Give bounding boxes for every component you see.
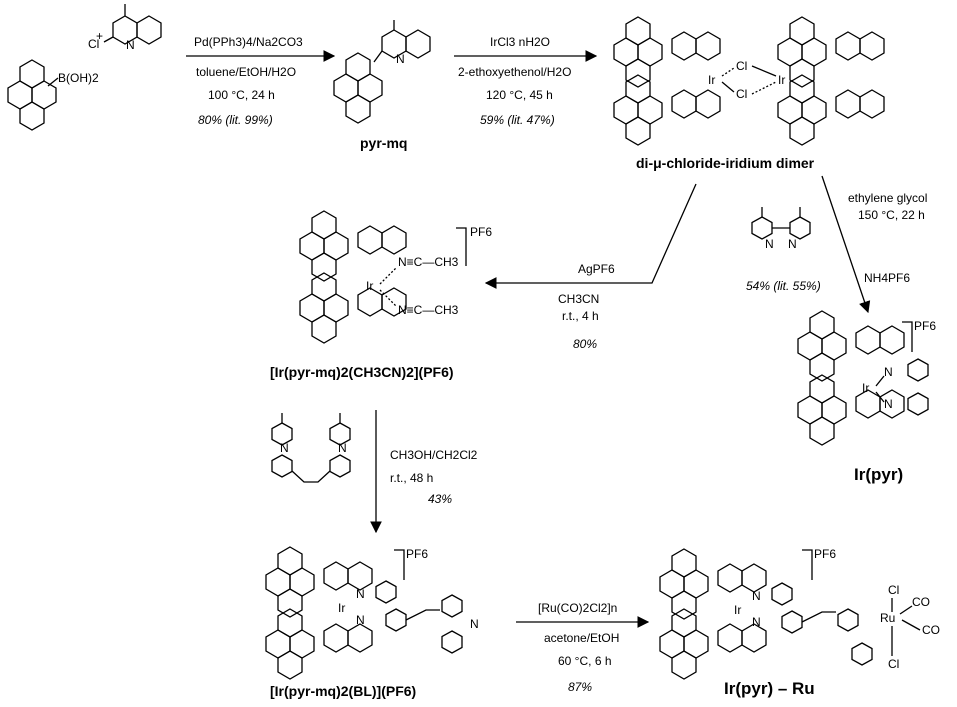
step3-reagent: AgPF6: [578, 262, 615, 276]
step6-solvent: acetone/EtOH: [544, 631, 619, 645]
step3-yield: 80%: [573, 337, 597, 351]
acn-pf6: PF6: [470, 225, 492, 239]
step4-arrow: [821, 175, 871, 314]
bl-complex-structure: Ir N N N PF6: [266, 547, 479, 679]
step2-solvent: 2-ethoxyethenol/H2O: [458, 65, 571, 79]
irpyr-ir: Ir: [862, 381, 869, 395]
step3-conditions: r.t., 4 h: [562, 309, 599, 323]
step1-solvent: toluene/EtOH/H2O: [196, 65, 296, 79]
chloro-label: Cl: [88, 37, 99, 51]
blc-n-top: N: [356, 587, 365, 601]
step4-yield: 54% (lit. 55%): [746, 279, 821, 293]
dimethyl-bipyridine: N N: [751, 207, 811, 251]
bl-complex-label: [Ir(pyr-mq)2(BL)](PF6): [270, 683, 416, 699]
acn-nitrile-bottom: N≡C—CH3: [398, 303, 459, 317]
ir-ru-structure: Ir N N Ru Cl Cl CO CO PF6: [660, 547, 940, 679]
step4-reagent2: NH4PF6: [864, 271, 910, 285]
acn-nitrile-top: N≡C—CH3: [398, 255, 459, 269]
ir-ru-label: Ir(pyr) – Ru: [724, 679, 815, 698]
bl-n-2: N: [338, 441, 347, 455]
step1-reagent: Pd(PPh3)4/Na2CO3: [194, 35, 303, 49]
step1-yield: 80% (lit. 99%): [198, 113, 273, 127]
step4-conditions: 150 °C, 22 h: [858, 208, 925, 222]
step2-reagent: IrCl3 nH2O: [490, 35, 550, 49]
dimer-label: di-μ-chloride-iridium dimer: [636, 155, 815, 171]
acetonitrile-complex-structure: Ir N≡C—CH3 N≡C—CH3 PF6: [300, 211, 492, 343]
acn-complex-label: [Ir(pyr-mq)2(CH3CN)2](PF6): [270, 364, 454, 380]
irru-pf6: PF6: [814, 547, 836, 561]
step6-yield: 87%: [568, 680, 592, 694]
bl-ir: Ir: [338, 601, 345, 615]
dimer-cl-top: Cl: [736, 59, 747, 73]
plus-sign: +: [96, 29, 103, 43]
step3-arrow: [484, 183, 697, 289]
blc-n-free: N: [470, 617, 479, 631]
pyr-mq-label: pyr-mq: [360, 135, 407, 151]
pyrene-boronic-acid: B(OH)2: [7, 59, 99, 131]
step2-conditions: 120 °C, 45 h: [486, 88, 553, 102]
step4-solvent: ethylene glycol: [848, 191, 927, 205]
irpyr-n-top: N: [884, 365, 893, 379]
step5-conditions: r.t., 48 h: [390, 471, 433, 485]
dimer-ir-right: Ir: [778, 73, 785, 87]
irru-co-1: CO: [912, 595, 930, 609]
irru-n-bottom: N: [752, 615, 761, 629]
pyr-mq-structure: N: [333, 20, 431, 124]
bpy-n-left: N: [765, 237, 774, 251]
blc-n-bottom: N: [356, 613, 365, 627]
step2-yield: 59% (lit. 47%): [480, 113, 555, 127]
step5-solvent: CH3OH/CH2Cl2: [390, 448, 478, 462]
dimer-ir-left: Ir: [708, 73, 715, 87]
chloro-methylquinoline: Cl N: [88, 4, 162, 52]
ir-pyr-structure: Ir N N PF6: [798, 311, 936, 445]
step3-solvent: CH3CN: [558, 292, 599, 306]
step1-conditions: 100 °C, 24 h: [208, 88, 275, 102]
irpyr-pf6: PF6: [914, 319, 936, 333]
irpyr-n-bottom: N: [884, 397, 893, 411]
irru-n-top: N: [752, 589, 761, 603]
bl-n-1: N: [280, 441, 289, 455]
irru-cl-bottom: Cl: [888, 657, 899, 671]
step6-reagent: [Ru(CO)2Cl2]n: [538, 601, 617, 615]
irru-cl-top: Cl: [888, 583, 899, 597]
step5-yield: 43%: [428, 492, 452, 506]
blc-pf6: PF6: [406, 547, 428, 561]
bpy-n-right: N: [788, 237, 797, 251]
irru-co-2: CO: [922, 623, 940, 637]
pyr-mq-n-label: N: [396, 52, 405, 66]
dimer-cl-bottom: Cl: [736, 87, 747, 101]
step6-conditions: 60 °C, 6 h: [558, 654, 612, 668]
quinoline-n-label: N: [126, 38, 135, 52]
irru-ru: Ru: [880, 611, 895, 625]
iridium-dimer-structure: Ir Ir Cl Cl: [614, 17, 884, 145]
boronic-acid-label: B(OH)2: [58, 71, 99, 85]
bridging-ligand: N N: [271, 413, 351, 483]
ir-pyr-label: Ir(pyr): [854, 465, 903, 484]
acn-ir: Ir: [366, 279, 373, 293]
irru-ir: Ir: [734, 603, 741, 617]
